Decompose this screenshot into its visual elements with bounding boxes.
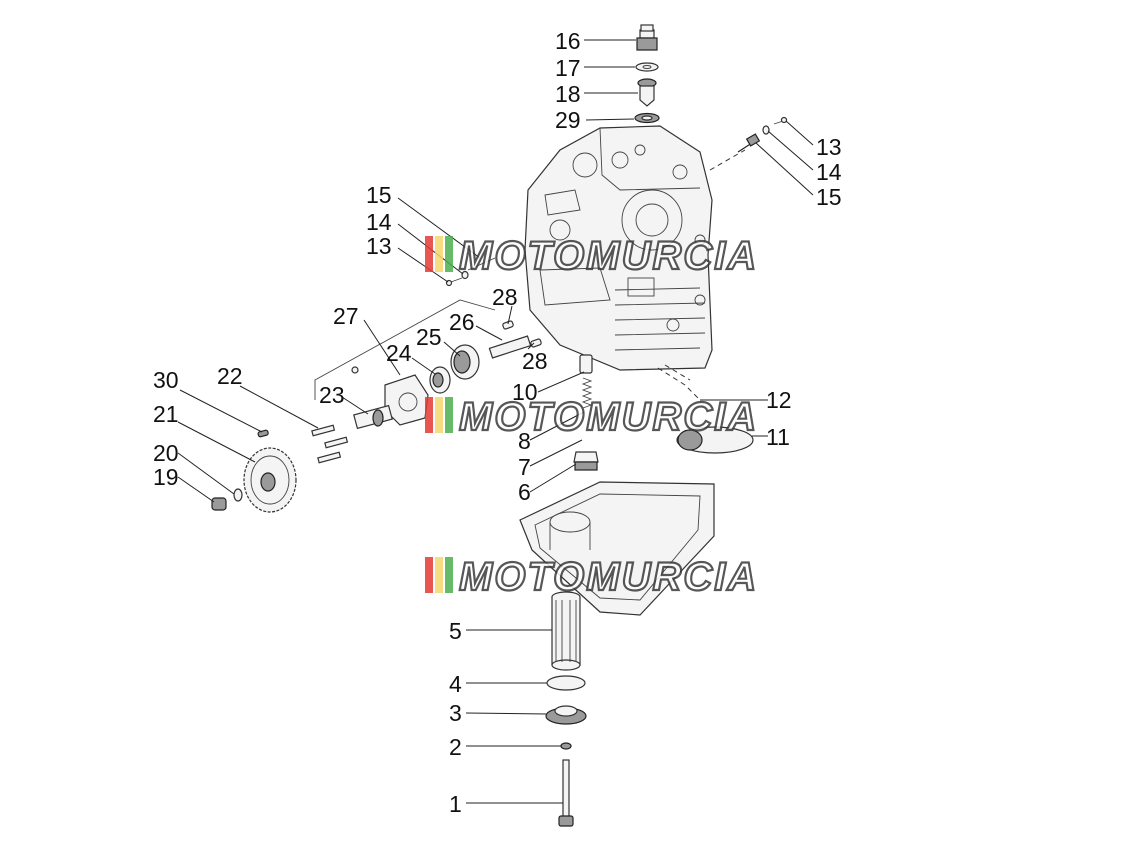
screw-13-left: [445, 277, 463, 287]
washer-29: [634, 112, 660, 124]
callout-10: 10: [512, 379, 538, 405]
cover-11: [664, 364, 754, 454]
oil-filter-5: [551, 591, 581, 671]
screws-22: [311, 424, 349, 464]
callout-4: 4: [449, 671, 462, 697]
callout-19: 19: [153, 464, 179, 490]
callout-13-right: 13: [816, 134, 842, 160]
key-30: [257, 429, 269, 438]
watermark-bottom: MOTOMURCIA: [425, 554, 758, 600]
callout-15-right: 15: [816, 184, 842, 210]
union-screw-15-right: [737, 133, 761, 153]
crankcase: [524, 125, 713, 371]
washer-17: [635, 62, 659, 72]
gasket-4: [546, 675, 586, 691]
callout-14-right: 14: [816, 159, 842, 185]
callout-13-left: 13: [366, 233, 392, 259]
callout-labels: 16 17 18 29 13 14 15 15 14 13 28 27 26 2…: [153, 28, 842, 817]
callout-1: 1: [449, 791, 462, 817]
washer-20: [233, 488, 243, 502]
watermark-text: MOTOMURCIA: [459, 555, 758, 599]
callout-12: 12: [766, 387, 792, 413]
dowel-28-upper: [502, 320, 514, 330]
callout-28-lower: 28: [522, 348, 548, 374]
callout-27: 27: [333, 303, 359, 329]
callout-11: 11: [766, 424, 790, 450]
washer-14-right: [762, 125, 770, 135]
valve-10: [579, 354, 593, 374]
callout-15-left: 15: [366, 182, 392, 208]
callout-24: 24: [386, 340, 412, 366]
callout-29: 29: [555, 107, 581, 133]
washer-2: [560, 742, 572, 750]
plug-7: [573, 451, 599, 471]
oil-plug-16: [636, 24, 658, 51]
watermark-text: MOTOMURCIA: [459, 234, 758, 278]
callout-2: 2: [449, 734, 462, 760]
callout-30: 30: [153, 367, 179, 393]
dowel-28-lower: [530, 338, 542, 348]
spring-9: [581, 377, 593, 409]
callout-22: 22: [217, 363, 243, 389]
callout-14-left: 14: [366, 209, 392, 235]
callout-17: 17: [555, 55, 581, 81]
callout-21: 21: [153, 401, 179, 427]
oil-valve-18: [637, 78, 657, 107]
gear-21: [243, 447, 297, 513]
callout-3: 3: [449, 700, 462, 726]
callout-8: 8: [518, 428, 531, 454]
washer-14-left: [461, 270, 469, 280]
watermark-text: MOTOMURCIA: [459, 395, 758, 439]
watermark-middle: MOTOMURCIA: [425, 394, 758, 440]
filter-cap-3: [545, 705, 587, 725]
shaft-26: [488, 335, 532, 359]
callout-5: 5: [449, 618, 462, 644]
oil-sump: [519, 481, 715, 616]
callout-16: 16: [555, 28, 581, 54]
bolt-1: [558, 759, 574, 827]
callout-7: 7: [518, 454, 531, 480]
watermark-top: MOTOMURCIA: [425, 233, 758, 279]
union-screw-15-left: [467, 257, 496, 271]
screw-13-right: [773, 116, 788, 125]
rotor-24: [429, 366, 451, 394]
callout-6: 6: [518, 479, 531, 505]
callout-26: 26: [449, 309, 475, 335]
shaft-23: [353, 404, 393, 430]
callout-25: 25: [416, 324, 442, 350]
o-ring-small: [351, 366, 359, 374]
callout-18: 18: [555, 81, 581, 107]
callout-23: 23: [319, 382, 345, 408]
callout-28-upper: 28: [492, 284, 518, 310]
rotor-25: [450, 344, 480, 380]
callout-20: 20: [153, 440, 179, 466]
nut-19: [211, 497, 227, 511]
